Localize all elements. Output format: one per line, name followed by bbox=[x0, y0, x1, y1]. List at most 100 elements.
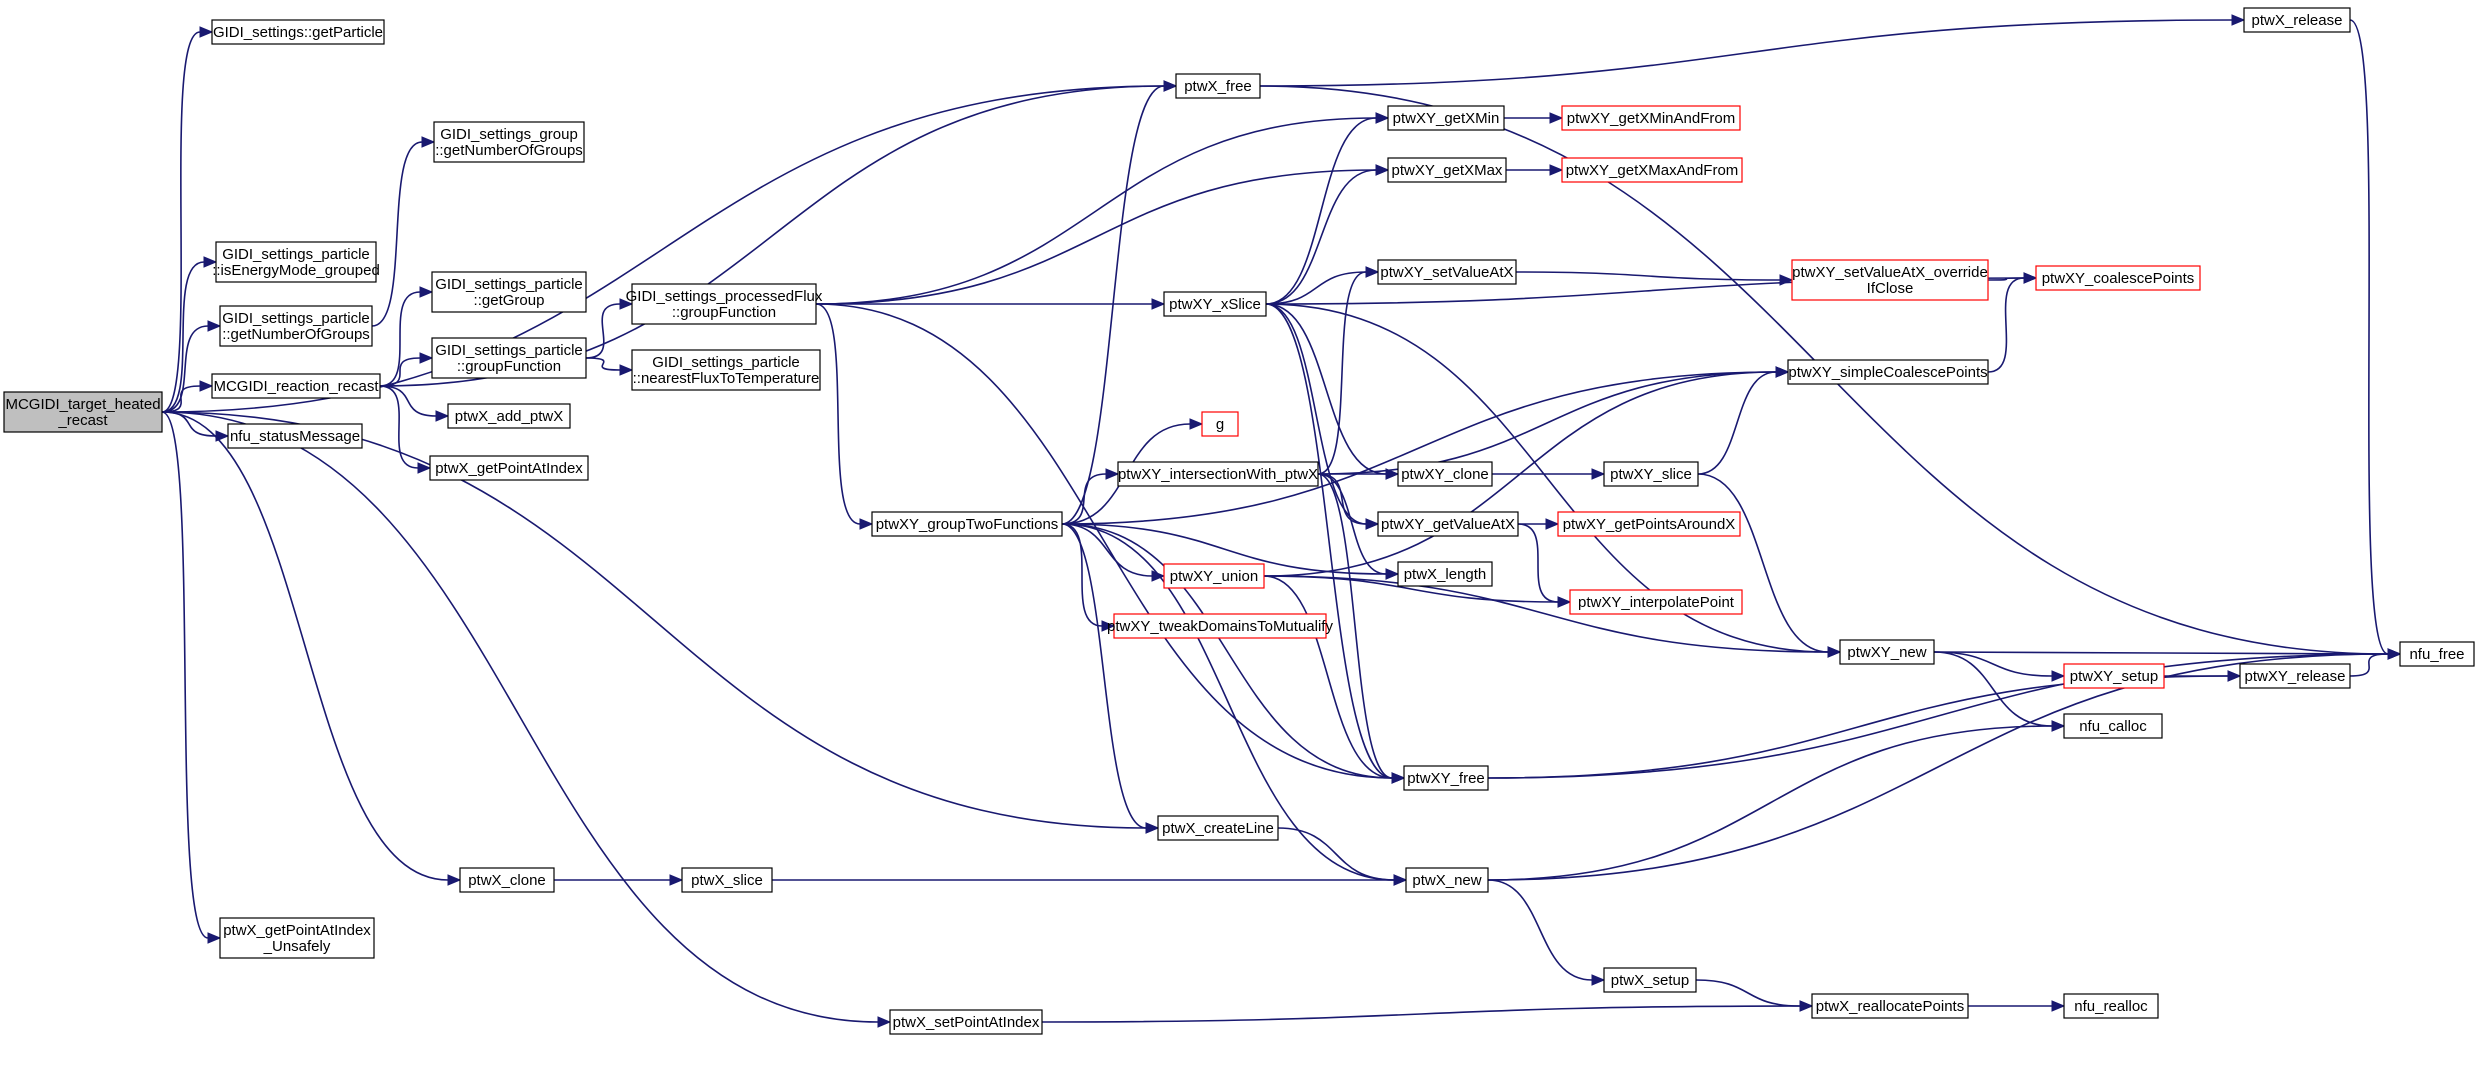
edge-line bbox=[1263, 575, 1393, 779]
edge-reactionRecast-to-groupFunctionP bbox=[379, 352, 434, 387]
node-ptwXNew[interactable]: ptwX_new bbox=[1405, 867, 1489, 893]
node-ptwXLength[interactable]: ptwX_length bbox=[1397, 561, 1493, 587]
edge-line bbox=[815, 303, 861, 525]
node-g[interactable]: g bbox=[1201, 411, 1239, 437]
node-simpleCoalesce[interactable]: ptwXY_simpleCoalescePoints bbox=[1787, 359, 1989, 385]
edge-line bbox=[1277, 827, 1395, 881]
edge-line bbox=[1265, 303, 1387, 475]
node-ptwXClone[interactable]: ptwX_clone bbox=[459, 867, 555, 893]
node-ptwXRelease[interactable]: ptwX_release bbox=[2243, 7, 2351, 33]
node-label: ptwXY_getValueAtX bbox=[1381, 516, 1515, 533]
node-isEnergyMode[interactable]: GIDI_settings_particle::isEnergyMode_gro… bbox=[212, 241, 380, 283]
node-label: ptwX_release bbox=[2252, 12, 2343, 29]
node-getNumberOfGroupsP[interactable]: GIDI_settings_particle::getNumberOfGroup… bbox=[219, 305, 373, 347]
edge-xyClone-to-xySlice bbox=[1492, 468, 1606, 480]
node-getValueAtX[interactable]: ptwXY_getValueAtX bbox=[1377, 511, 1519, 537]
node-box bbox=[3, 391, 163, 433]
node-ptwXSetup[interactable]: ptwX_setup bbox=[1603, 967, 1697, 993]
edge-line bbox=[1265, 271, 1367, 305]
edge-xySlice-to-xyNew bbox=[1697, 473, 1842, 658]
node-getXMaxAndFrom[interactable]: ptwXY_getXMaxAndFrom bbox=[1561, 157, 1743, 183]
node-xyRelease[interactable]: ptwXY_release bbox=[2239, 663, 2351, 689]
node-getXMinAndFrom[interactable]: ptwXY_getXMinAndFrom bbox=[1561, 105, 1741, 131]
edge-line bbox=[161, 411, 449, 881]
edge-line bbox=[1263, 371, 1777, 577]
edge-simpleCoalesce-to-coalescePoints bbox=[1987, 272, 2038, 373]
node-coalescePoints[interactable]: ptwXY_coalescePoints bbox=[2035, 265, 2201, 291]
node-label: ptwXY_slice bbox=[1610, 466, 1692, 483]
node-processedFlux[interactable]: GIDI_settings_processedFlux::groupFuncti… bbox=[626, 283, 823, 325]
node-nfuRealloc[interactable]: nfu_realloc bbox=[2063, 993, 2159, 1019]
node-box bbox=[433, 121, 585, 163]
node-reallocate[interactable]: ptwX_reallocatePoints bbox=[1811, 993, 1969, 1019]
node-xyNew[interactable]: ptwXY_new bbox=[1839, 639, 1935, 665]
node-label: ptwXY_clone bbox=[1401, 466, 1489, 483]
node-label: ::getNumberOfGroups bbox=[222, 326, 370, 343]
node-getXMin[interactable]: ptwXY_getXMin bbox=[1387, 105, 1505, 131]
node-box bbox=[211, 19, 385, 45]
node-xySetup[interactable]: ptwXY_setup bbox=[2063, 663, 2165, 689]
node-box bbox=[1201, 411, 1239, 437]
node-setValueAtX[interactable]: ptwXY_setValueAtX bbox=[1377, 259, 1517, 285]
node-createLine[interactable]: ptwX_createLine bbox=[1157, 815, 1279, 841]
node-ptwXFree[interactable]: ptwX_free bbox=[1175, 73, 1261, 99]
node-getPointAtIndex[interactable]: ptwX_getPointAtIndex bbox=[429, 455, 589, 481]
arrowhead bbox=[2231, 14, 2246, 26]
node-xyFree[interactable]: ptwXY_free bbox=[1403, 765, 1489, 791]
node-getPointUnsafely[interactable]: ptwX_getPointAtIndex_Unsafely bbox=[219, 917, 375, 959]
node-xSlice[interactable]: ptwXY_xSlice bbox=[1163, 291, 1267, 317]
arrowhead bbox=[1557, 596, 1572, 608]
edge-line bbox=[1697, 371, 1777, 475]
edge-xyUnion-to-xyNew bbox=[1263, 575, 1842, 658]
edge-ptwXSlice-to-ptwXNew bbox=[772, 874, 1408, 886]
node-xySlice[interactable]: ptwXY_slice bbox=[1603, 461, 1699, 487]
node-label: GIDI_settings_particle bbox=[435, 276, 583, 293]
node-groupTwo[interactable]: ptwXY_groupTwoFunctions bbox=[871, 511, 1063, 537]
edge-line bbox=[1317, 473, 1393, 779]
node-xyClone[interactable]: ptwXY_clone bbox=[1397, 461, 1493, 487]
node-label: ptwXY_new bbox=[1847, 644, 1926, 661]
node-intersection[interactable]: ptwXY_intersectionWith_ptwX bbox=[1117, 461, 1319, 487]
node-xyUnion[interactable]: ptwXY_union bbox=[1163, 563, 1265, 589]
node-label: ptwX_getPointAtIndex bbox=[435, 460, 583, 477]
edge-line bbox=[2349, 19, 2389, 655]
node-box bbox=[2063, 993, 2159, 1019]
node-root[interactable]: MCGIDI_target_heated_recast bbox=[3, 391, 163, 433]
node-label: MCGIDI_reaction_recast bbox=[213, 378, 379, 395]
edge-line bbox=[379, 357, 421, 387]
arrowhead bbox=[1101, 620, 1116, 632]
node-getGroup[interactable]: GIDI_settings_particle::getGroup bbox=[431, 271, 587, 313]
edge-root-to-isEnergyMode bbox=[161, 256, 218, 413]
node-nearestFlux[interactable]: GIDI_settings_particle::nearestFluxToTem… bbox=[631, 349, 821, 391]
node-statusMessage[interactable]: nfu_statusMessage bbox=[227, 423, 363, 449]
node-box bbox=[1561, 157, 1743, 183]
node-box bbox=[631, 283, 817, 325]
edge-getXMin-to-getXMinAndFrom bbox=[1504, 112, 1564, 124]
edge-line bbox=[1061, 371, 1777, 525]
edge-line bbox=[1517, 523, 1559, 603]
node-addPtwX[interactable]: ptwX_add_ptwX bbox=[447, 403, 571, 429]
arrowhead bbox=[1145, 822, 1160, 834]
edge-line bbox=[1933, 651, 2053, 727]
edge-processedFlux-to-groupTwo bbox=[815, 303, 874, 530]
node-nfuFree[interactable]: nfu_free bbox=[2399, 641, 2475, 667]
node-getParticle[interactable]: GIDI_settings::getParticle bbox=[211, 19, 385, 45]
node-nfuCalloc[interactable]: nfu_calloc bbox=[2063, 713, 2163, 739]
edge-line bbox=[1061, 85, 1165, 525]
node-getPointsAroundX[interactable]: ptwXY_getPointsAroundX bbox=[1557, 511, 1741, 537]
node-setPointAtIndex[interactable]: ptwX_setPointAtIndex bbox=[889, 1009, 1043, 1035]
node-label: ::groupFunction bbox=[672, 304, 776, 321]
node-getXMax[interactable]: ptwXY_getXMax bbox=[1387, 157, 1507, 183]
node-box bbox=[447, 403, 571, 429]
node-label: _Unsafely bbox=[263, 938, 331, 955]
edge-root-to-getNumberOfGroupsP bbox=[161, 320, 222, 413]
node-tweakDomains[interactable]: ptwXY_tweakDomainsToMutualify bbox=[1107, 613, 1333, 639]
node-interpolatePoint[interactable]: ptwXY_interpolatePoint bbox=[1569, 589, 1743, 615]
edge-xyNew-to-nfuCalloc bbox=[1933, 651, 2066, 732]
node-reactionRecast[interactable]: MCGIDI_reaction_recast bbox=[211, 373, 381, 399]
node-groupFunctionP[interactable]: GIDI_settings_particle::groupFunction bbox=[431, 337, 587, 379]
node-ptwXSlice[interactable]: ptwX_slice bbox=[681, 867, 773, 893]
node-getNumberOfGroupsG[interactable]: GIDI_settings_group::getNumberOfGroups bbox=[433, 121, 585, 163]
edge-line bbox=[161, 411, 1147, 829]
